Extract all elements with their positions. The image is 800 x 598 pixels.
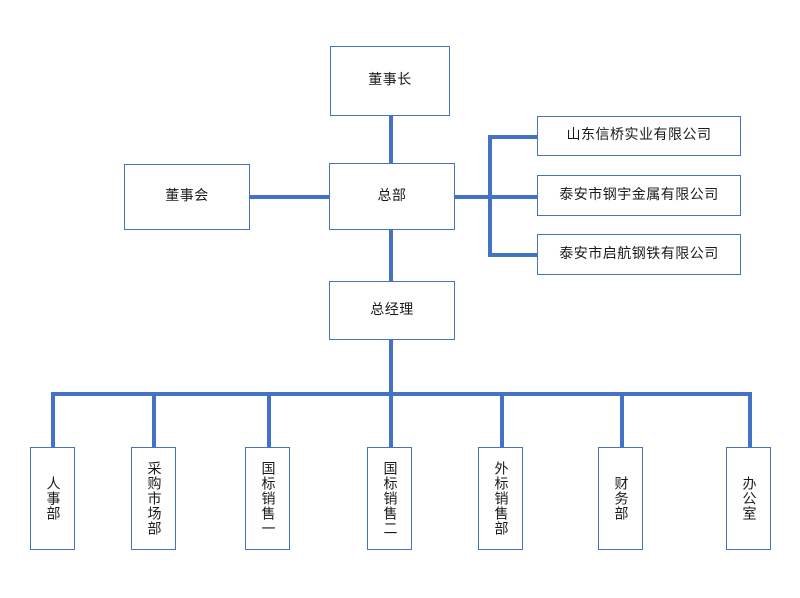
connector-department-drop-1: [51, 392, 55, 447]
node-general-manager[interactable]: 总经理: [329, 281, 455, 340]
connector-board-to-headquarters: [249, 195, 330, 199]
node-department-6[interactable]: 财务部: [598, 447, 643, 550]
node-subsidiary-3[interactable]: 泰安市启航钢铁有限公司: [537, 234, 741, 275]
node-department-1-label: 人事部: [44, 476, 61, 521]
connector-department-drop-2: [152, 392, 156, 447]
node-department-5-label: 外标销售部: [492, 461, 509, 536]
node-board-of-directors[interactable]: 董事会: [124, 164, 250, 230]
node-headquarters-label: 总部: [377, 187, 407, 204]
connector-headquarters-to-general-manager: [389, 229, 393, 282]
node-department-2[interactable]: 采购市场部: [131, 447, 176, 550]
connector-department-bus: [51, 392, 752, 396]
node-department-2-label: 采购市场部: [145, 461, 162, 536]
node-department-4-label: 国标销售二: [381, 461, 398, 536]
node-department-4[interactable]: 国标销售二: [367, 447, 412, 550]
connector-department-drop-5: [500, 392, 504, 447]
node-subsidiary-2-label: 泰安市钢宇金属有限公司: [559, 186, 719, 203]
node-subsidiary-3-label: 泰安市启航钢铁有限公司: [559, 245, 719, 262]
node-subsidiary-2[interactable]: 泰安市钢宇金属有限公司: [537, 175, 741, 216]
connector-subsidiary-branch-1: [488, 135, 539, 139]
node-general-manager-label: 总经理: [370, 301, 414, 318]
connector-subsidiary-branch-3: [488, 253, 539, 257]
connector-department-drop-7: [748, 392, 752, 447]
node-subsidiary-1-label: 山东信桥实业有限公司: [566, 127, 712, 144]
node-board-of-directors-label: 董事会: [165, 188, 209, 205]
connector-headquarters-to-subsidiary-trunk: [453, 195, 492, 199]
connector-department-drop-3: [267, 392, 271, 447]
node-chairman[interactable]: 董事长: [330, 46, 450, 116]
node-department-3-label: 国标销售一: [259, 461, 276, 536]
node-department-6-label: 财务部: [612, 476, 629, 521]
node-department-3[interactable]: 国标销售一: [245, 447, 290, 550]
node-department-7[interactable]: 办公室: [726, 447, 771, 550]
node-subsidiary-1[interactable]: 山东信桥实业有限公司: [537, 116, 741, 156]
node-department-5[interactable]: 外标销售部: [478, 447, 523, 550]
connector-chairman-to-headquarters: [389, 114, 393, 165]
connector-general-manager-to-bus: [389, 339, 393, 395]
connector-subsidiary-branch-2: [488, 195, 539, 199]
connector-department-drop-6: [620, 392, 624, 447]
node-department-7-label: 办公室: [740, 476, 757, 521]
node-chairman-label: 董事长: [368, 72, 412, 89]
node-department-1[interactable]: 人事部: [30, 447, 75, 550]
node-headquarters[interactable]: 总部: [329, 163, 455, 230]
connector-department-drop-4: [389, 392, 393, 447]
